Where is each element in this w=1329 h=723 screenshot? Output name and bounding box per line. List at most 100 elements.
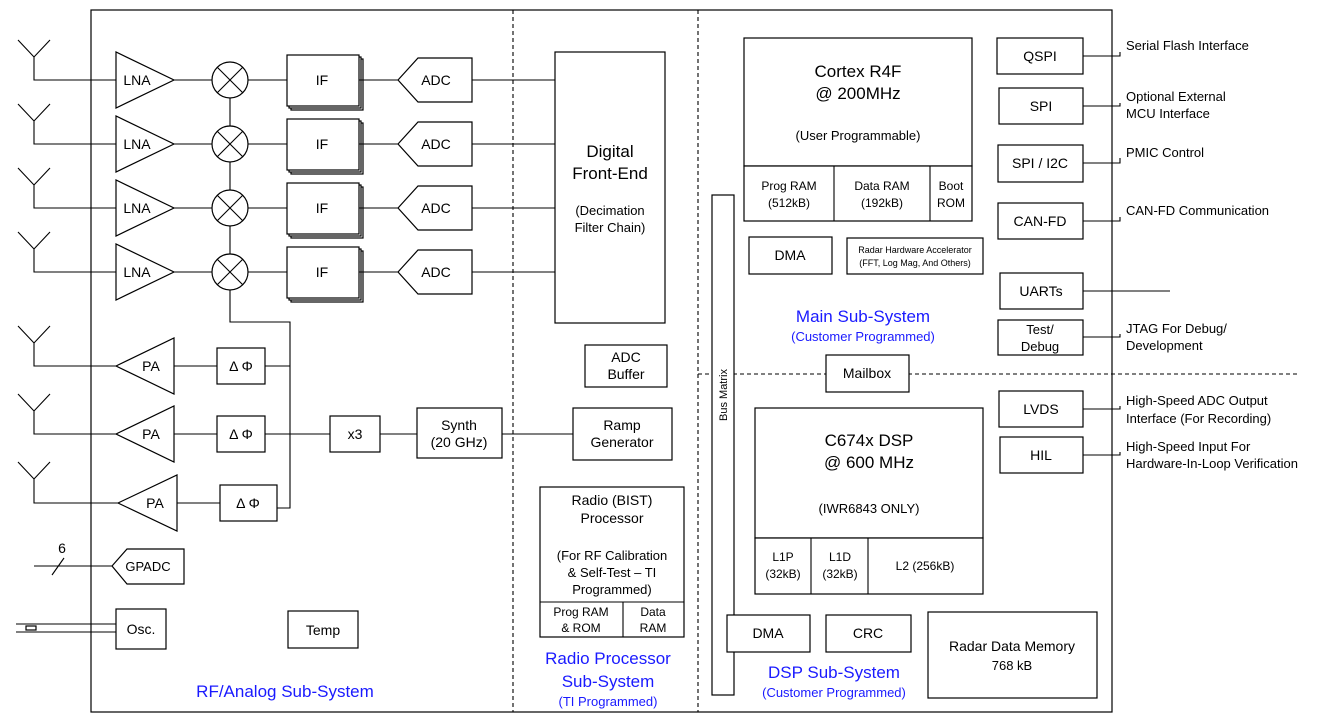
dfe-desc-1: (Decimation (575, 203, 644, 218)
mixer-icon (211, 189, 249, 227)
mixer-icon (211, 61, 249, 99)
bist-desc-2: & Self-Test – TI (568, 565, 657, 580)
adc-buffer (584, 344, 668, 388)
dsp-title-1b: DSP Sub-System (768, 663, 900, 682)
dsp-title-2: @ 600 MHz (824, 453, 914, 472)
adc-label: ADC (421, 72, 451, 88)
can-fd-communication: CAN-FD Communication (1126, 203, 1269, 218)
rf-subsystem-title: RF/Analog Sub-System (196, 682, 374, 701)
hwa-label-1: Radar Hardware Accelerator (858, 245, 972, 255)
adc-label: ADC (421, 264, 451, 280)
bist-title-2: Processor (580, 510, 643, 526)
can-fd-label: CAN-FD (1014, 213, 1067, 229)
hs-adc-interface-2: Interface (For Recording) (1126, 411, 1271, 426)
oscillator (115, 608, 167, 650)
rx-chain-3: LNA IF ADC (17, 167, 555, 239)
rx-chain-4: LNA IF ADC (17, 231, 555, 303)
phase-shifter-label: Δ Φ (229, 426, 253, 442)
spi-i2c (997, 144, 1084, 183)
main-dma-label: DMA (774, 247, 806, 263)
bus-slash (51, 557, 65, 576)
ramp-generator (572, 407, 673, 461)
uarts (999, 272, 1084, 310)
dsp-title-1: C674x DSP (825, 431, 914, 450)
lna-amplifier (115, 179, 176, 237)
gpadc-bus-width: 6 (58, 540, 66, 556)
l2-label: L2 (256kB) (896, 559, 955, 573)
temp-label: Temp (306, 622, 340, 638)
hwa-label-2: (FFT, Log Mag, And Others) (859, 258, 971, 268)
if-label: IF (316, 72, 328, 88)
pa-label: PA (146, 495, 164, 511)
crc (825, 614, 912, 653)
main-title-2: (Customer Programmed) (791, 329, 935, 344)
cortex-title-2: @ 200MHz (815, 84, 900, 103)
cortex-title-1: Cortex R4F (815, 62, 902, 81)
c674x-dsp (754, 407, 984, 539)
phase-shifter-label: Δ Φ (236, 495, 260, 511)
bist-data-ram-1: Data (640, 605, 666, 619)
dfe-desc-2: Filter Chain) (575, 220, 646, 235)
pa-label: PA (142, 426, 160, 442)
bist-desc-1: (For RF Calibration (557, 548, 668, 563)
hil-interface-1: High-Speed Input For (1126, 439, 1251, 454)
cortex-memory (743, 165, 973, 222)
tx-chain-1: PA Δ Φ (17, 325, 266, 395)
tx-chain-2: PA Δ Φ (17, 393, 266, 463)
main-data-ram-1: Data RAM (854, 179, 909, 193)
serial-flash-interface: Serial Flash Interface (1126, 38, 1249, 53)
if-block (286, 54, 360, 107)
main-dma (748, 236, 833, 275)
if-label: IF (316, 264, 328, 280)
radio-title-3: (TI Programmed) (559, 694, 658, 709)
dfe-title-2: Front-End (572, 164, 648, 183)
radar-hw-accelerator (846, 237, 984, 275)
lna-amplifier (115, 115, 176, 173)
lna-label: LNA (123, 136, 151, 152)
hs-adc-interface-1: High-Speed ADC Output (1126, 393, 1268, 408)
mcu-interface-2: MCU Interface (1126, 106, 1210, 121)
main-title-1: Main Sub-System (796, 307, 930, 326)
radar-data-memory (927, 611, 1098, 699)
radar-mem-label-2: 768 kB (992, 658, 1032, 673)
if-label: IF (316, 200, 328, 216)
spi-i2c-label: SPI / I2C (1012, 155, 1068, 171)
if-block (286, 246, 360, 299)
phase-shifter-label: Δ Φ (229, 358, 253, 374)
dsp-desc: (IWR6843 ONLY) (819, 501, 920, 516)
spi-label: SPI (1030, 98, 1053, 114)
lna-amplifier (115, 243, 176, 301)
oscillator-label: Osc. (127, 621, 156, 637)
tx-chain-3: PA Δ Φ (17, 461, 278, 532)
l1p-label-2: (32kB) (765, 567, 800, 581)
mixer-icon (211, 253, 249, 291)
radar-mem-label-1: Radar Data Memory (949, 638, 1075, 654)
synth-frequency: (20 GHz) (431, 434, 488, 450)
dsp-memory (754, 537, 984, 595)
ramp-label-1: Ramp (603, 417, 641, 433)
lvds (998, 390, 1084, 428)
antenna-icon (17, 325, 116, 367)
mailbox (825, 354, 910, 393)
antenna-icon (17, 167, 116, 209)
pa-label: PA (142, 358, 160, 374)
ramp-label-2: Generator (590, 434, 653, 450)
l1p-label-1: L1P (772, 550, 793, 564)
gpadc-label: GPADC (125, 559, 170, 574)
antenna-icon (17, 231, 116, 273)
test-debug-label-2: Debug (1021, 339, 1059, 354)
radio-title-1: Radio Processor (545, 649, 671, 668)
hil-interface-2: Hardware-In-Loop Verification (1126, 456, 1298, 471)
test-debug-label-1: Test/ (1026, 322, 1054, 337)
temp-sensor (287, 610, 359, 649)
antenna-icon (17, 103, 116, 145)
lna-label: LNA (123, 72, 151, 88)
dsp-title-2b: (Customer Programmed) (762, 685, 906, 700)
dsp-dma (726, 614, 811, 653)
if-block (286, 182, 360, 235)
adc-buffer-label-2: Buffer (607, 366, 644, 382)
bist-title-1: Radio (BIST) (572, 492, 653, 508)
digital-front-end (554, 51, 666, 324)
main-prog-ram-1: Prog RAM (761, 179, 816, 193)
mailbox-label: Mailbox (843, 365, 891, 381)
